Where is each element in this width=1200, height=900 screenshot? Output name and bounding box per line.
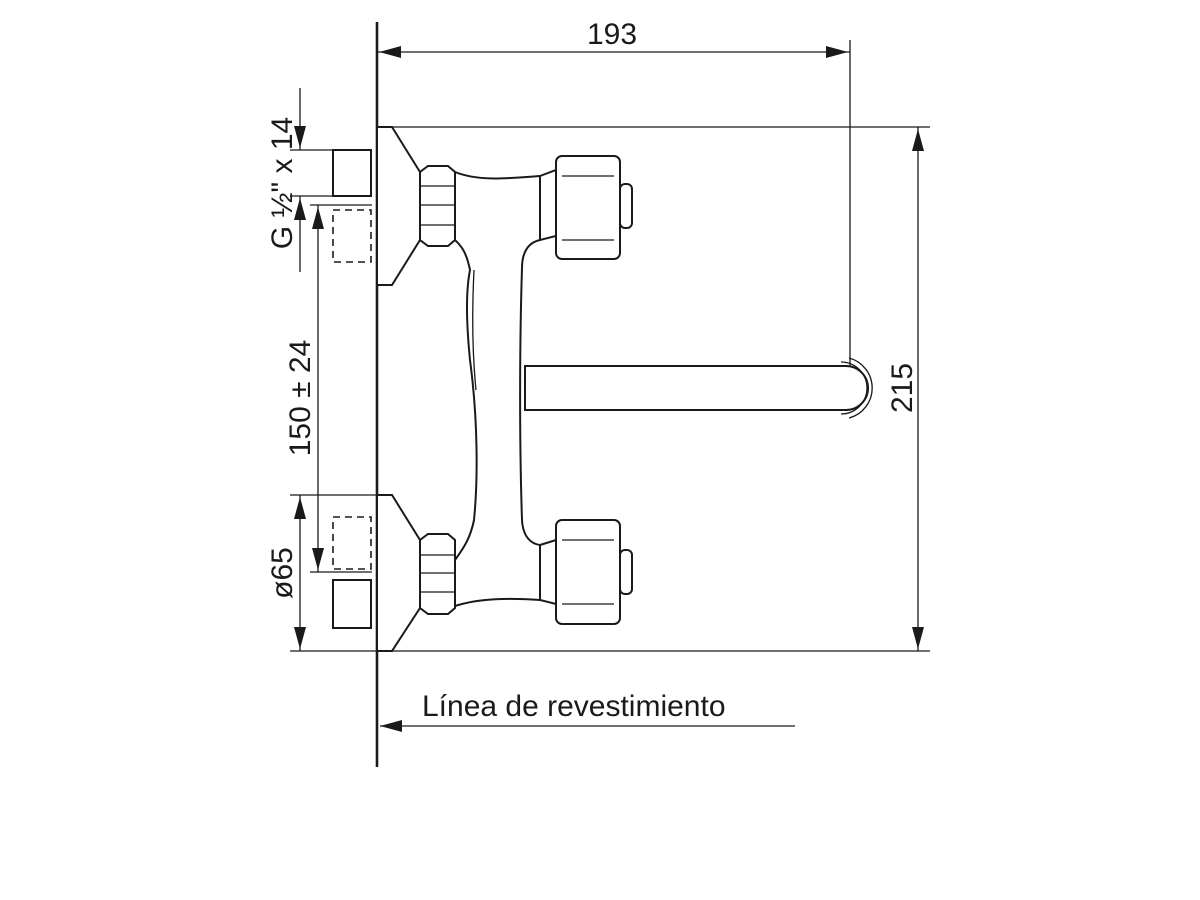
bottom-escutcheon (376, 494, 421, 652)
top-handle (539, 155, 633, 260)
dimension-diameter-label: ø65 (266, 547, 299, 599)
bottom-handle (539, 519, 633, 625)
top-inlet (332, 149, 372, 263)
cladding-line-callout: Línea de revestimiento (380, 690, 795, 732)
spout (524, 357, 873, 419)
dimension-diameter: ø65 (266, 495, 306, 651)
dimension-thread: G ½" x 14 (266, 88, 306, 272)
dimension-height-label: 215 (886, 363, 919, 413)
top-hex-nut (419, 165, 456, 247)
bottom-inlet (332, 516, 372, 629)
dimension-width: 193 (377, 18, 850, 58)
extension-lines (290, 40, 930, 652)
dimension-width-label: 193 (587, 18, 637, 51)
mixer-body (454, 170, 541, 608)
dimension-height: 215 (886, 127, 924, 651)
dimension-thread-label: G ½" x 14 (266, 117, 299, 249)
cladding-line-label: Línea de revestimiento (422, 690, 726, 723)
bottom-hex-nut (419, 533, 456, 615)
top-escutcheon (376, 126, 421, 286)
dimension-spacing: 150 ± 24 (284, 205, 324, 572)
dimension-spacing-label: 150 ± 24 (284, 340, 317, 457)
